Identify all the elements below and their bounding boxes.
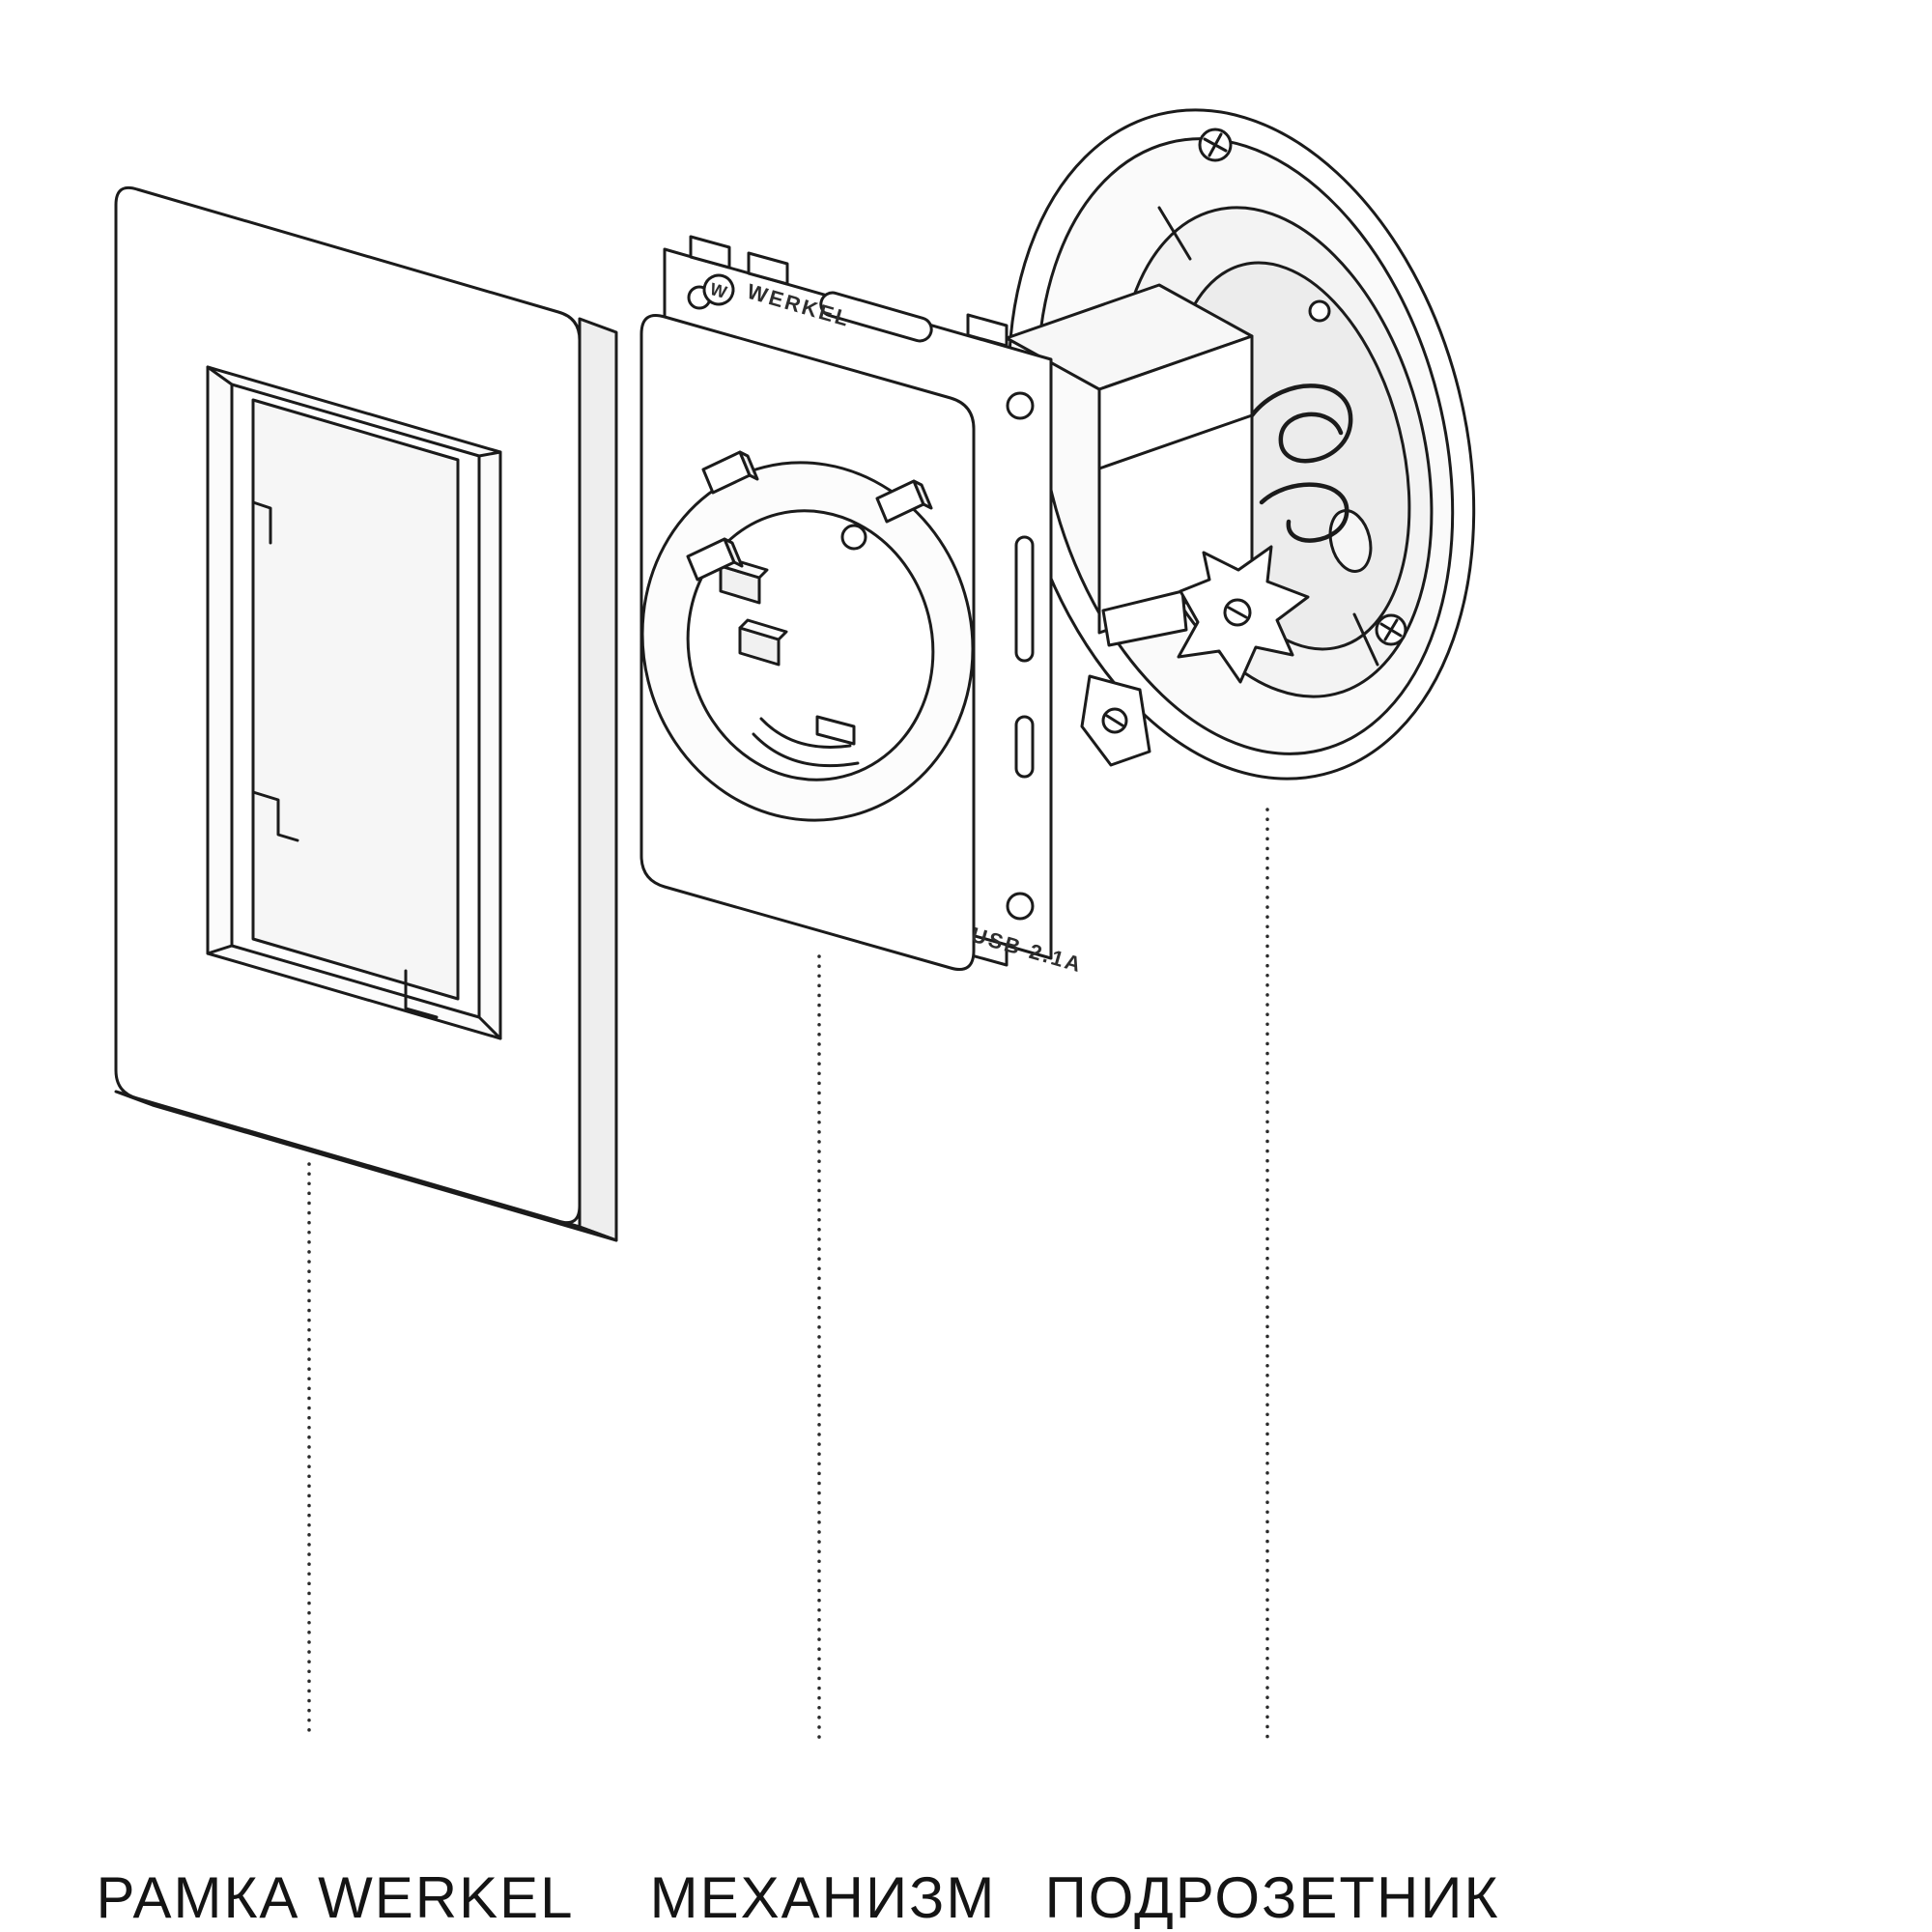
- shutter-tab: [686, 537, 744, 582]
- frame-clip-hook: [251, 790, 299, 842]
- shutter-tab: [701, 450, 759, 495]
- screw-icon: [1198, 128, 1233, 162]
- box-mounting-lug: [1080, 674, 1151, 767]
- box-back-hole: [1308, 299, 1331, 323]
- screw-icon: [1375, 613, 1407, 646]
- label-mechanism: МЕХАНИЗМ: [650, 1865, 997, 1930]
- socket-contact-window: [738, 618, 788, 667]
- shutter-tab: [875, 479, 933, 524]
- box-wall-edge: [1352, 612, 1379, 667]
- ground-spring-contacts: [752, 715, 860, 768]
- part-labels: РАМКА WERKEL МЕХАНИЗМ ПОДРОЗЕТНИК: [96, 1865, 1500, 1930]
- frame-plate: [114, 185, 618, 1242]
- box-wall-edge: [1157, 206, 1192, 261]
- werkel-logo-mark: W: [708, 279, 729, 302]
- leader-lines: [307, 808, 1269, 1741]
- plate-tab: [689, 235, 731, 270]
- mounting-claw: [1101, 545, 1310, 684]
- label-frame: РАМКА WERKEL: [96, 1865, 574, 1930]
- plate-screw-hole: [1006, 892, 1035, 921]
- frame-clip-hook: [404, 969, 439, 1019]
- plate-slot: [1014, 535, 1035, 663]
- werkel-logo-icon: W: [702, 273, 735, 306]
- plate-slot: [1014, 715, 1035, 779]
- frame-bevel-line: [477, 1015, 502, 1040]
- frame-bevel-line: [206, 944, 234, 955]
- plate-tab: [966, 313, 1009, 348]
- frame-clip-hook: [251, 500, 272, 545]
- frame-side-thickness: [578, 317, 618, 1242]
- frame-bevel-line: [477, 450, 502, 458]
- socket-mechanism-face: USB 2.1A: [639, 314, 1086, 978]
- frame-bevel-line: [206, 365, 234, 386]
- socket-center-screw-hole: [840, 524, 867, 551]
- plate-slot: [819, 291, 933, 343]
- plate-screw-hole: [1006, 391, 1035, 420]
- label-box: ПОДРОЗЕТНИК: [1045, 1865, 1500, 1930]
- frame-opening-inner: [251, 398, 460, 1001]
- socket-contact-window: [719, 556, 769, 605]
- plate-tab: [747, 251, 789, 286]
- wires: [1249, 384, 1353, 543]
